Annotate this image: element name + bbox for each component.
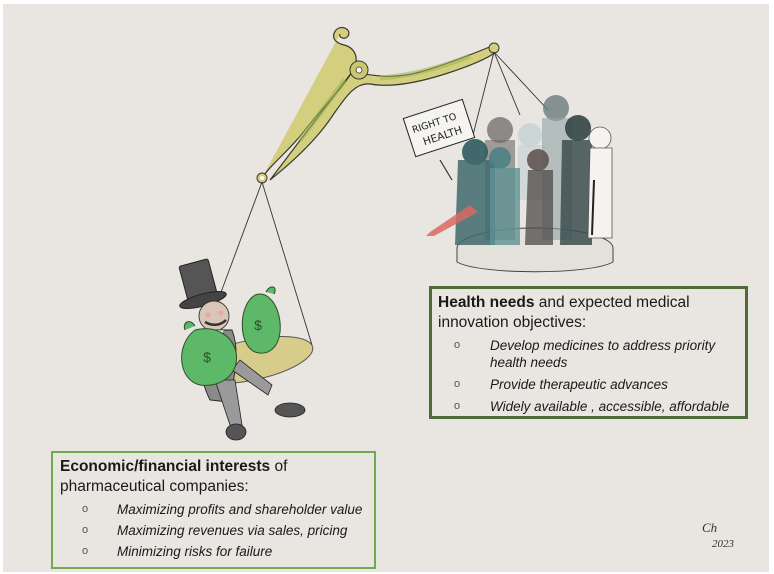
list-item: o Minimizing risks for failure	[60, 543, 368, 560]
money-bag-left: $	[181, 321, 237, 386]
list-item: o Provide therapeutic advances	[438, 376, 739, 393]
bullet-icon: o	[454, 400, 461, 412]
scale-beam	[256, 26, 500, 184]
list-item: o Develop medicines to address priority h…	[438, 337, 739, 371]
right-pan-strings	[472, 51, 549, 136]
artist-signature: Ch 2023	[702, 520, 735, 550]
crowd-figures	[426, 95, 613, 245]
bullet-icon: o	[82, 545, 89, 557]
health-needs-heading-bold: Health needs	[438, 294, 535, 311]
bullet-icon: o	[82, 503, 89, 515]
health-needs-heading: Health needs and expected medical innova…	[438, 293, 739, 333]
dollar-icon: $	[203, 349, 211, 365]
health-needs-box: Health needs and expected medical innova…	[429, 286, 748, 419]
list-item: o Maximizing profits and shareholder valu…	[60, 501, 368, 518]
economic-interests-heading: Economic/financial interests of pharmace…	[60, 457, 368, 497]
bullet-icon: o	[82, 524, 89, 536]
economic-interests-heading-rest: of pharmaceutical companies:	[60, 458, 288, 495]
list-item-text: Minimizing risks for failure	[117, 544, 273, 559]
protest-sign: RIGHT TO HEALTH	[402, 98, 476, 181]
bullet-icon: o	[454, 339, 461, 351]
bullet-icon: o	[454, 378, 461, 390]
money-bag-right: $	[241, 286, 281, 354]
list-item-text: Develop medicines to address priority he…	[490, 338, 716, 370]
economic-interests-list: o Maximizing profits and shareholder valu…	[60, 501, 368, 560]
signature-name: Ch	[702, 520, 717, 535]
dollar-icon: $	[254, 317, 262, 333]
signature-year: 2023	[712, 538, 735, 550]
list-item-text: Widely available , accessible, affordabl…	[490, 399, 730, 414]
list-item: o Maximizing revenues via sales, pricing	[60, 522, 368, 539]
health-needs-list: o Develop medicines to address priority h…	[438, 337, 739, 415]
health-needs-heading-rest: and expected medical innovation objectiv…	[438, 294, 690, 331]
left-pan-strings	[219, 181, 313, 346]
list-item-text: Maximizing revenues via sales, pricing	[117, 523, 348, 538]
economic-interests-box: Economic/financial interests of pharmace…	[51, 451, 376, 569]
economic-interests-heading-bold: Economic/financial interests	[60, 458, 271, 475]
list-item-text: Provide therapeutic advances	[490, 377, 668, 392]
list-item: o Widely available , accessible, affordab…	[438, 398, 739, 415]
list-item-text: Maximizing profits and shareholder value	[117, 502, 363, 517]
